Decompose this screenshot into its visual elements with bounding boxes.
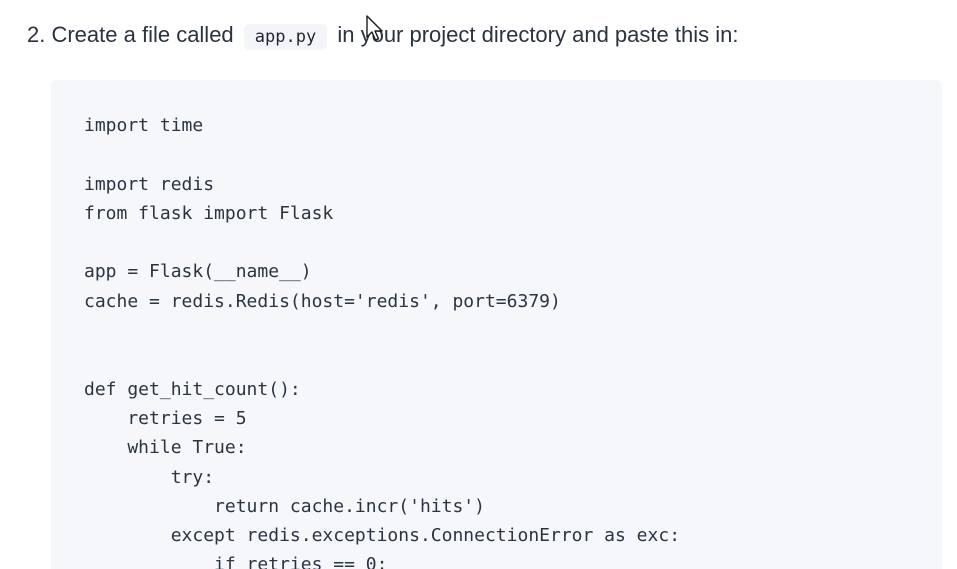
code-line: retries = 5 <box>84 407 247 429</box>
instruction-prefix: 2. Create a file called <box>27 22 234 47</box>
code-line: app = Flask(__name__) <box>84 261 312 283</box>
code-line: cache = redis.Redis(host='redis', port=6… <box>84 290 561 312</box>
code-line <box>84 316 680 345</box>
code-line: try: <box>84 466 215 488</box>
code-block[interactable]: import time import redis from flask impor… <box>51 80 942 569</box>
code-line: from flask import Flask <box>84 202 334 224</box>
code-line: except redis.exceptions.ConnectionError … <box>84 525 681 547</box>
code-line: def get_hit_count(): <box>84 378 301 400</box>
mouse-cursor-icon <box>366 15 383 41</box>
code-line: while True: <box>84 437 247 459</box>
instruction-text: 2. Create a file called app.py in your p… <box>27 18 738 54</box>
code-line: import redis <box>84 173 215 195</box>
code-line: import time <box>84 115 204 136</box>
code-line <box>84 228 680 257</box>
code-content[interactable]: import time import redis from flask impor… <box>84 111 680 569</box>
code-line: return cache.incr('hits') <box>84 495 485 517</box>
inline-code-filename: app.py <box>243 24 328 50</box>
code-line: if retries == 0: <box>84 554 388 569</box>
code-line <box>84 345 680 374</box>
code-line <box>84 140 680 169</box>
instruction-suffix: in your project directory and paste this… <box>337 22 739 47</box>
